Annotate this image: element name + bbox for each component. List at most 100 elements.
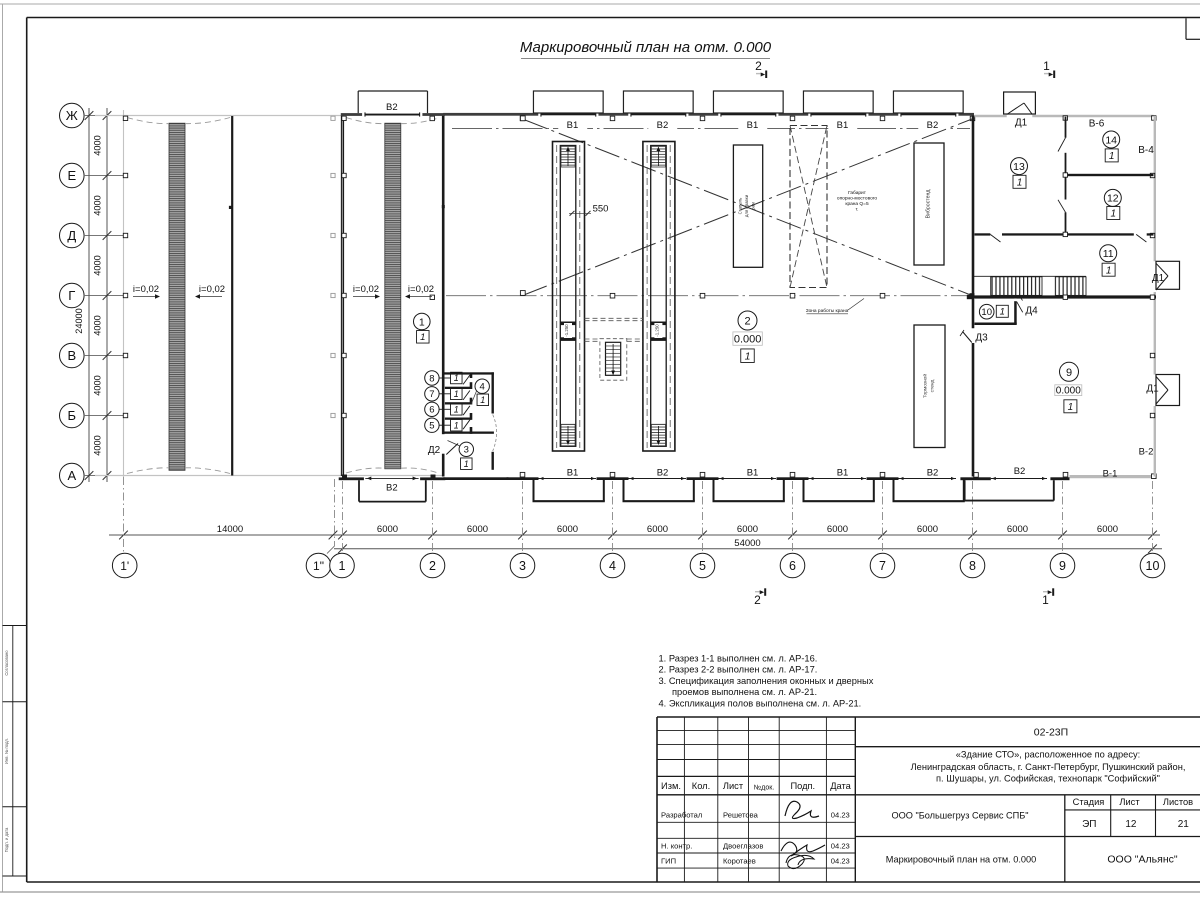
svg-text:2: 2 [754,593,761,607]
svg-text:6: 6 [429,405,434,416]
svg-text:4000: 4000 [92,195,102,215]
svg-text:11: 11 [1103,248,1114,260]
svg-text:Кол.: Кол. [692,781,710,791]
svg-text:24000: 24000 [74,308,84,334]
svg-text:Зона работы крана: Зона работы крана [806,308,849,314]
svg-text:4000: 4000 [92,435,102,455]
svg-text:Д4: Д4 [1025,306,1038,317]
svg-text:Маркировочный план на отм. 0.0: Маркировочный план на отм. 0.000 [886,855,1037,865]
svg-text:«Здание СТО», расположенное по: «Здание СТО», расположенное по адресу: [956,750,1140,760]
svg-text:В2: В2 [657,468,669,479]
svg-text:4000: 4000 [92,135,102,155]
svg-text:6: 6 [789,559,796,573]
svg-text:Лист: Лист [1119,797,1140,807]
svg-text:7: 7 [879,559,886,573]
svg-text:Д1: Д1 [1015,118,1028,129]
svg-text:В2: В2 [1014,466,1026,477]
svg-text:ЭП: ЭП [1082,819,1096,830]
svg-text:6000: 6000 [1007,524,1028,535]
svg-text:проемов выполнена см. л. АР-21: проемов выполнена см. л. АР-21. [672,687,817,697]
svg-text:i=0,02: i=0,02 [408,284,434,295]
svg-text:6000: 6000 [467,524,488,535]
svg-text:8: 8 [429,373,434,384]
svg-text:Вибростенд: Вибростенд [926,190,932,219]
svg-text:1. Разрез 1-1 выполнен см. л.: 1. Разрез 1-1 выполнен см. л. АР-16. [659,654,818,664]
svg-text:Подп. и дата: Подп. и дата [4,827,9,852]
svg-text:14: 14 [1105,134,1117,146]
svg-text:4000: 4000 [92,255,102,275]
svg-text:1: 1 [1043,59,1050,73]
svg-text:Б: Б [68,408,77,423]
svg-text:04.23: 04.23 [831,857,850,866]
svg-text:ООО "Альянс": ООО "Альянс" [1107,854,1177,866]
svg-text:стенд: стенд [931,379,936,392]
svg-text:Решетова: Решетова [723,811,759,820]
svg-text:В1: В1 [837,120,849,131]
svg-text:14000: 14000 [217,524,243,535]
svg-text:6000: 6000 [557,524,578,535]
svg-text:В1: В1 [747,468,759,479]
svg-text:Габарит: Габарит [848,190,867,196]
svg-text:№док.: №док. [754,785,775,792]
svg-text:Д: Д [67,228,76,243]
svg-text:Д2: Д2 [428,445,441,456]
svg-text:1: 1 [420,332,425,343]
svg-text:В1: В1 [837,468,849,479]
svg-text:4000: 4000 [92,315,102,335]
svg-text:В-6: В-6 [1089,119,1105,130]
svg-text:Инв. № подл.: Инв. № подл. [4,738,9,764]
svg-text:Н. контр.: Н. контр. [661,841,692,850]
svg-text:13: 13 [1013,161,1025,173]
svg-text:В2: В2 [927,468,939,479]
svg-text:1": 1" [313,559,324,573]
svg-text:Д1: Д1 [1146,384,1159,395]
svg-text:Разработал: Разработал [661,811,702,820]
svg-text:т.: т. [856,208,859,213]
svg-text:-1.250: -1.250 [564,324,569,337]
svg-text:3: 3 [519,559,526,573]
svg-text:А: А [67,468,76,483]
svg-text:Дата: Дата [830,781,851,791]
svg-text:Согласовано: Согласовано [4,650,9,676]
svg-text:В1: В1 [567,468,579,479]
svg-text:1: 1 [339,559,346,573]
svg-text:Стапель: Стапель [738,197,743,214]
svg-text:550: 550 [593,204,609,215]
svg-text:Д1: Д1 [1152,273,1165,284]
svg-text:1: 1 [480,395,485,405]
svg-text:8: 8 [969,559,976,573]
svg-text:6000: 6000 [917,524,938,535]
svg-text:4: 4 [480,382,485,393]
svg-text:2: 2 [744,315,750,327]
svg-text:6000: 6000 [1097,524,1118,535]
svg-text:1: 1 [454,405,459,415]
svg-text:В1: В1 [747,120,759,131]
svg-text:12: 12 [1125,819,1137,830]
svg-text:ГИП: ГИП [661,857,676,866]
svg-text:1: 1 [419,316,425,328]
svg-text:6000: 6000 [827,524,848,535]
svg-text:04.23: 04.23 [831,811,850,820]
svg-text:i=0,02: i=0,02 [133,284,159,295]
svg-text:12: 12 [1107,193,1119,205]
svg-text:Листов: Листов [1163,797,1193,807]
svg-text:Двоеглазов: Двоеглазов [723,841,763,850]
svg-text:1: 1 [1111,209,1117,220]
svg-text:04.23: 04.23 [831,841,850,850]
svg-text:6000: 6000 [647,524,668,535]
svg-text:1: 1 [1106,265,1112,276]
svg-text:Г: Г [68,288,75,303]
svg-text:Коротаев: Коротаев [723,857,756,866]
svg-text:5: 5 [429,421,434,432]
svg-text:В1: В1 [567,120,579,131]
svg-text:Изм.: Изм. [661,781,681,791]
svg-text:6000: 6000 [377,524,398,535]
svg-text:1: 1 [464,459,469,469]
svg-text:21: 21 [1178,819,1190,830]
svg-text:1: 1 [1017,177,1023,188]
svg-text:9: 9 [1066,367,1072,379]
svg-text:ООО "Большегруз Сервис СПБ": ООО "Большегруз Сервис СПБ" [891,811,1028,821]
svg-text:Ленинградская область, г. Санк: Ленинградская область, г. Санкт-Петербур… [911,762,1186,772]
svg-text:Подп.: Подп. [790,781,815,791]
svg-text:1: 1 [1109,151,1115,162]
